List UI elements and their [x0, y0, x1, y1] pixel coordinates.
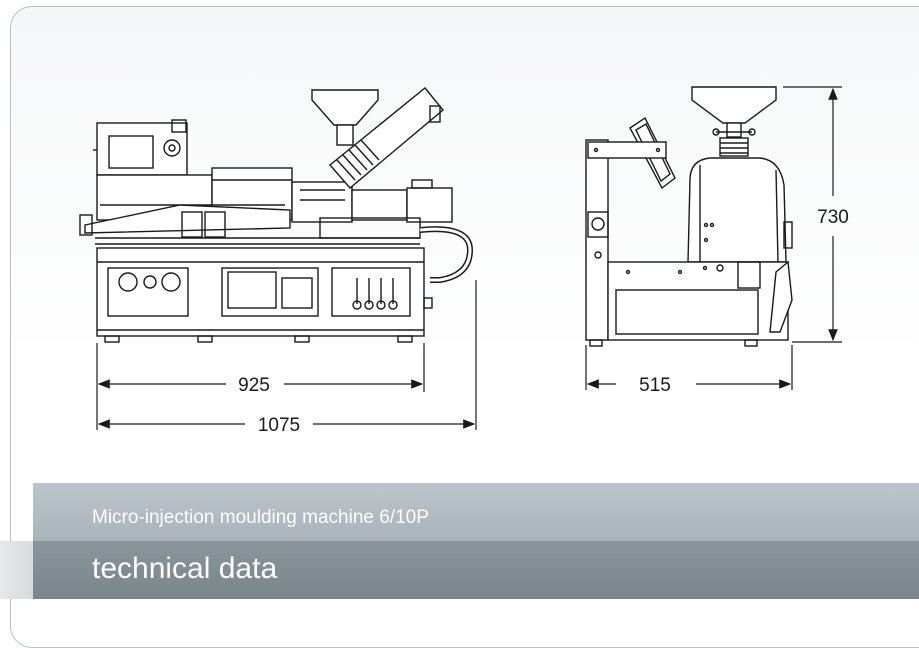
technical-drawing: 925 1075 [79, 86, 849, 436]
banner-title: technical data [92, 552, 278, 585]
banner-left-accent [0, 541, 33, 599]
dimension-height: 730 [817, 207, 849, 228]
banner-subtitle-band [33, 483, 919, 541]
dimension-width-inner: 925 [238, 375, 270, 396]
side-view-machine [585, 86, 793, 347]
front-view-machine [79, 87, 474, 343]
banner-subtitle: Micro-injection moulding machine 6/10P [92, 507, 429, 528]
banner-title-band [33, 541, 919, 599]
dimension-depth: 515 [639, 375, 671, 396]
side-dimension-lines [585, 86, 842, 390]
front-dimension-lines [96, 280, 477, 430]
dimension-width-outer: 1075 [258, 415, 300, 436]
